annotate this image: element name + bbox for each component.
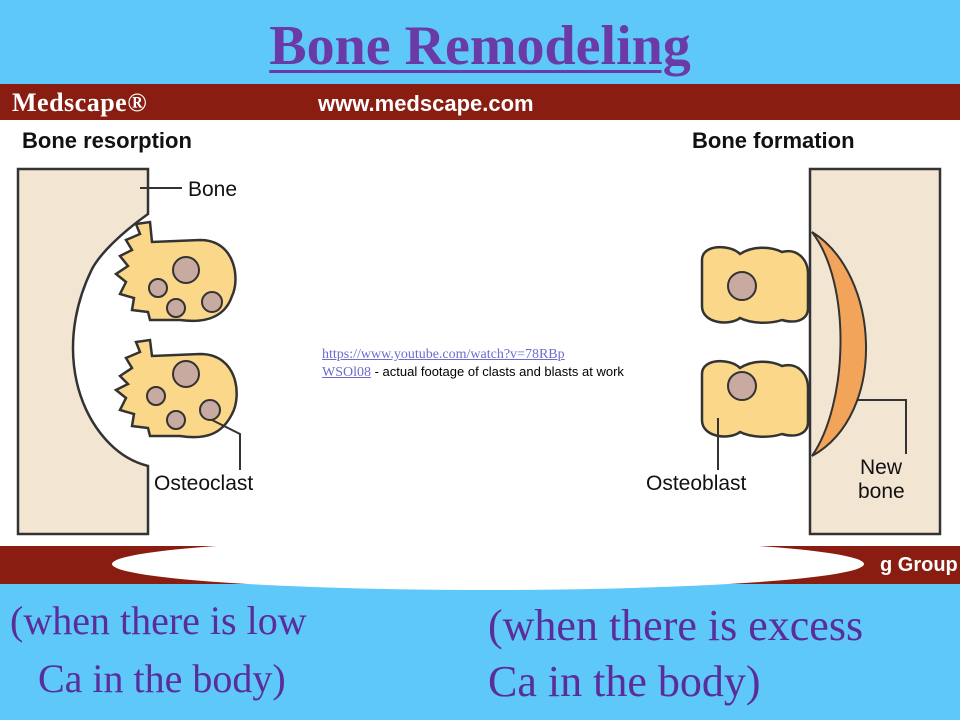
osteoblast-label: Osteoblast [646, 472, 747, 495]
figure-panel [0, 120, 960, 560]
osteoclast-leader-line [211, 419, 241, 470]
caption-oval [112, 538, 864, 590]
youtube-link-line2: WSOl08 [322, 365, 371, 380]
figure-header-bar: Medscape® www.medscape.com [0, 84, 960, 120]
bone-remodeling-figure: Medscape® www.medscape.com Bo [0, 84, 960, 584]
new-bone-layer [811, 231, 867, 457]
new-bone-label-line2: bone [858, 480, 905, 503]
slide-title: Bone Remodeling [269, 15, 691, 77]
low-calcium-caption-line1: (when there is low [10, 598, 307, 643]
excess-calcium-caption: (when there is excess Ca in the body) [488, 598, 863, 710]
figure-footer-text: g Group [880, 554, 958, 576]
low-calcium-caption: (when there is low Ca in the body) [10, 592, 307, 708]
link-description: - actual footage of clasts and blasts at… [371, 364, 624, 379]
formed-bone [808, 167, 942, 536]
new-bone-leader-line [858, 399, 907, 454]
excess-calcium-caption-line2: Ca in the body) [488, 657, 761, 706]
bone-label: Bone [188, 178, 238, 201]
bone-resorption-heading: Bone resorption [22, 128, 192, 153]
brand-logo: Medscape® [12, 88, 148, 117]
new-bone-label-line1: New [860, 456, 903, 479]
bone-illustration [16, 167, 942, 536]
youtube-link-line1: https://www.youtube.com/watch?v=78RBp [322, 347, 565, 362]
resorbed-bone [16, 167, 150, 536]
low-calcium-caption-line2: Ca in the body) [38, 656, 286, 701]
osteoclast-label: Osteoclast [154, 472, 254, 495]
figure-url: www.medscape.com [318, 91, 534, 116]
bone-formation-heading: Bone formation [692, 128, 855, 153]
excess-calcium-caption-line1: (when there is excess [488, 601, 864, 650]
